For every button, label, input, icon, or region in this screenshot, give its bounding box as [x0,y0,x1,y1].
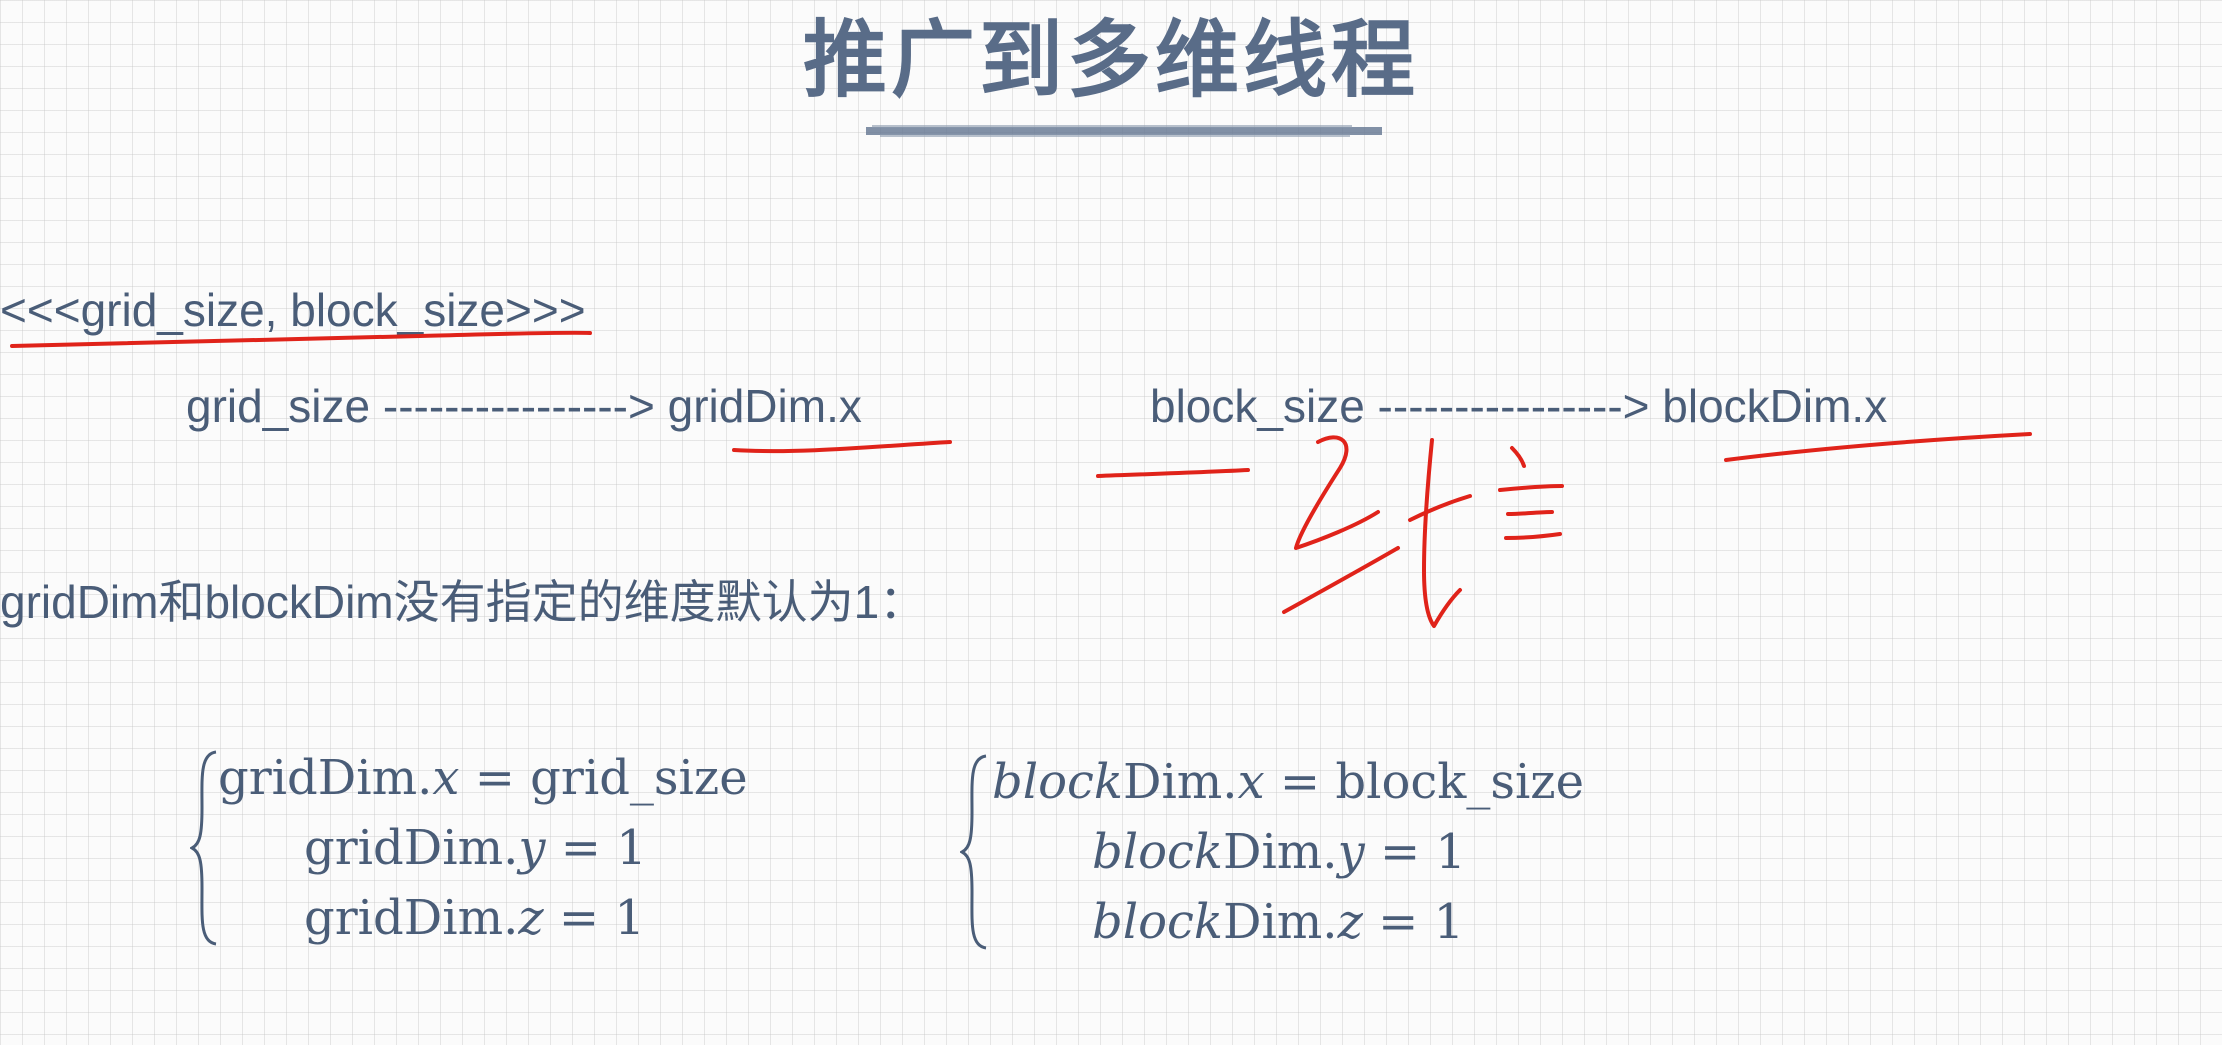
grid-dim-equations: gridDim.x = grid_size gridDim.y = 1 grid… [190,748,790,958]
left-brace-icon [190,750,217,946]
block-dim-y-prefix: Dim. [1222,824,1338,880]
grid-dim-x-prefix: gridDim. [218,750,433,806]
underline-griddim-x [732,440,952,454]
block-dim-y-rhs: = 1 [1364,824,1466,880]
left-brace-icon [960,754,987,950]
grid-dim-x-equation: gridDim.x = grid_size [218,748,748,808]
grid-dim-y-rhs: = 1 [545,820,647,876]
block-dim-x-block-word: block [992,754,1123,810]
handwritten-wei-stroke-4 [1408,494,1472,522]
kernel-launch-syntax: <<<grid_size, block_size>>> [0,284,586,336]
grid-size-mapping: grid_size ----------------> gridDim.x [186,380,862,432]
grid-dim-x-rhs: = grid_size [459,750,748,806]
block-dim-z-block-word: block [1092,894,1223,950]
block-dim-y-equation: blockDim.y = 1 [1092,822,1466,882]
block-dim-z-equation: blockDim.z = 1 [1092,892,1464,952]
block-dim-x-equation: blockDim.x = block_size [992,752,1584,812]
block-dim-z-var: z [1337,894,1363,950]
grid-dim-y-equation: gridDim.y = 1 [304,818,647,878]
grid-dim-z-rhs: = 1 [543,890,645,946]
handwritten-wei-stroke-8 [1504,532,1562,540]
handwritten-wei-stroke-7 [1506,510,1554,516]
handwritten-wei-stroke-2 [1282,546,1400,614]
block-dim-x-rhs: = block_size [1264,754,1584,810]
block-dim-x-var: x [1237,754,1265,810]
block-dim-z-prefix: Dim. [1222,894,1338,950]
grid-dim-z-equation: gridDim.z = 1 [304,888,645,948]
grid-dim-x-var: x [432,750,460,806]
block-dim-z-rhs: = 1 [1362,894,1465,950]
grid-dim-z-prefix: gridDim. [304,890,519,946]
grid-dim-y-prefix: gridDim. [304,820,519,876]
block-dim-x-prefix: Dim. [1122,754,1238,810]
block-size-mapping: block_size ----------------> blockDim.x [1150,380,1888,432]
handwritten-wei-stroke-6 [1498,484,1564,492]
handwritten-wei-stroke-1 [1294,435,1380,550]
grid-dim-z-var: z [518,890,544,946]
handwritten-yi-stroke [1096,468,1250,478]
title-underline-brushstroke [866,125,1382,137]
default-dimension-note: gridDim和blockDim没有指定的维度默认为1： [0,576,926,628]
block-dim-y-var: y [1337,824,1365,880]
block-dim-y-block-word: block [1092,824,1223,880]
handwritten-wei-stroke-5 [1510,446,1526,468]
handwritten-wei-stroke-3 [1422,438,1462,628]
underline-blockdim-x [1724,432,2032,462]
block-dim-equations: blockDim.x = block_size blockDim.y = 1 b… [960,752,1600,962]
grid-dim-y-var: y [518,820,546,876]
slide-title: 推广到多维线程 [802,11,1419,109]
